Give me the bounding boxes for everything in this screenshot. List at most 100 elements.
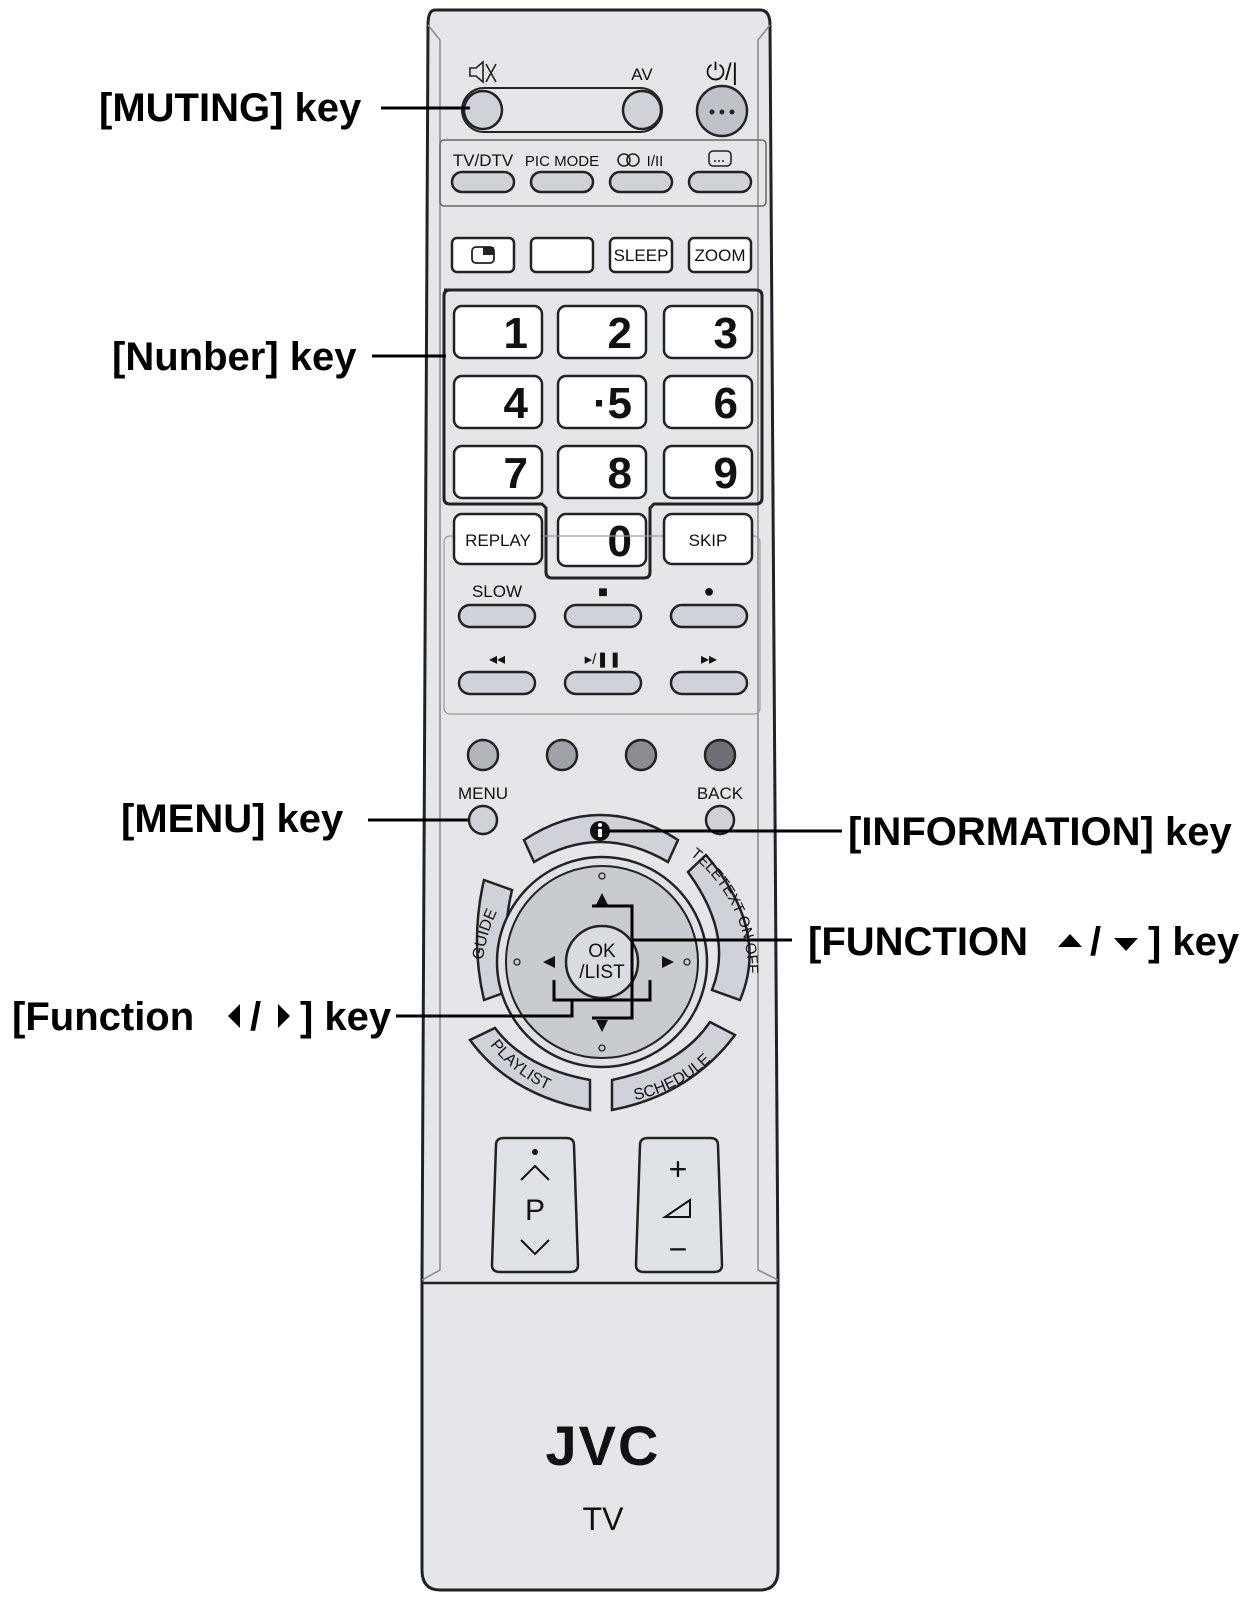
channel-down-icon — [520, 1239, 550, 1256]
left-dot-icon — [513, 958, 521, 966]
number-pad: 1 2 3 4 ·5 6 7 8 9 0 — [442, 288, 764, 580]
function-updown-slash: / — [1090, 920, 1101, 964]
muting-button[interactable] — [462, 89, 504, 131]
channel-dot-icon — [532, 1149, 538, 1155]
back-button[interactable] — [704, 804, 736, 836]
ok-label: OK — [588, 941, 616, 962]
function-leftright-leader — [396, 980, 652, 1018]
av-label: AV — [631, 65, 653, 84]
tv-dtv-button[interactable] — [450, 170, 516, 194]
function-leftright-slash: / — [250, 995, 261, 1039]
number-callout: [Nunber] key — [112, 335, 357, 379]
pic-mode-button[interactable] — [529, 170, 595, 194]
skip-button[interactable] — [662, 512, 754, 566]
sleep-button[interactable] — [608, 236, 674, 274]
function-updown-suffix: ] key — [1148, 920, 1240, 964]
number-key-label: 7 — [504, 449, 528, 498]
zoom-label: ZOOM — [695, 246, 746, 265]
record-icon: ● — [704, 581, 715, 601]
number-key-label: ·5 — [593, 379, 632, 428]
subtitle-icon — [708, 150, 732, 167]
rewind-button[interactable] — [457, 670, 537, 696]
colour-keys — [466, 738, 737, 772]
zoom-button[interactable] — [687, 236, 753, 274]
transport-section: REPLAY SKIP SLOW ■ ● ◂◂ ▸/❚❚ ▸▸ — [443, 512, 761, 715]
playlist-button[interactable] — [468, 1026, 592, 1112]
number-key-9[interactable]: 9 — [662, 444, 754, 500]
play-pause-icon: ▸/❚❚ — [585, 651, 622, 668]
number-key-label: 0 — [608, 517, 632, 566]
channel-up-icon — [520, 1164, 550, 1181]
tv-dtv-label: TV/DTV — [453, 151, 514, 170]
ok-list-button[interactable] — [564, 924, 640, 1000]
pic-mode-label: PIC MODE — [525, 153, 599, 170]
stereo-icon — [617, 153, 640, 167]
down-triangle-icon — [1114, 938, 1138, 951]
number-key-label: 3 — [714, 309, 738, 358]
up-arrow-icon — [596, 893, 608, 905]
number-key-1[interactable]: 1 — [452, 304, 544, 360]
mute-icon — [469, 60, 497, 84]
slow-label: SLOW — [472, 582, 522, 601]
volume-plus-label: + — [669, 1151, 688, 1187]
brand-area: JVC TV — [546, 1414, 659, 1537]
utility-row: SLEEP ZOOM — [450, 236, 753, 274]
number-key-4[interactable]: 4 — [452, 374, 544, 430]
up-triangle-icon — [1058, 934, 1082, 947]
channel-rocker[interactable] — [490, 1136, 580, 1274]
replay-button[interactable] — [452, 512, 544, 566]
audio-label: I/II — [647, 153, 664, 170]
information-icon — [590, 821, 610, 841]
number-key-8[interactable]: 8 — [556, 444, 648, 500]
av-button[interactable] — [621, 89, 663, 131]
schedule-button[interactable] — [610, 1020, 737, 1112]
function-leftright-callout: [Function / ] key — [12, 995, 392, 1039]
top-row: AV ⏻/| — [461, 59, 749, 138]
number-key-7[interactable]: 7 — [452, 444, 544, 500]
red-key[interactable] — [466, 738, 500, 772]
number-key-label: 2 — [608, 309, 632, 358]
number-key-0[interactable]: 0 — [556, 512, 648, 568]
down-dot-icon — [598, 1044, 606, 1052]
green-key[interactable] — [545, 738, 579, 772]
replay-label: REPLAY — [465, 531, 531, 550]
number-key-2[interactable]: 2 — [556, 304, 648, 360]
right-triangle-icon — [278, 1004, 290, 1028]
input-row: TV/DTV PIC MODE I/II — [439, 139, 767, 207]
menu-label: MENU — [458, 784, 508, 803]
function-leftright-suffix: ] key — [300, 995, 392, 1039]
list-label: /LIST — [579, 962, 625, 983]
stop-button[interactable] — [563, 603, 643, 629]
record-button[interactable] — [669, 603, 749, 629]
audio-button[interactable] — [608, 170, 674, 194]
picture-size-icon — [471, 246, 495, 264]
menu-callout: [MENU] key — [121, 797, 344, 841]
volume-icon — [661, 1198, 691, 1218]
yellow-key[interactable] — [624, 738, 658, 772]
menu-row: MENU BACK — [458, 784, 744, 836]
slow-button[interactable] — [457, 603, 537, 629]
down-arrow-icon — [596, 1020, 608, 1032]
number-key-3[interactable]: 3 — [662, 304, 754, 360]
subtitle-button[interactable] — [687, 170, 753, 194]
number-key-6[interactable]: 6 — [662, 374, 754, 430]
number-key-5[interactable]: ·5 — [556, 374, 648, 430]
rewind-icon: ◂◂ — [489, 651, 505, 668]
up-dot-icon — [598, 872, 606, 880]
sleep-label: SLEEP — [614, 246, 669, 265]
back-label: BACK — [697, 784, 744, 803]
channel-p-label: P — [525, 1194, 545, 1227]
volume-rocker[interactable] — [634, 1136, 724, 1274]
play-pause-button[interactable] — [563, 670, 643, 696]
blue-key[interactable] — [703, 738, 737, 772]
blank-button[interactable] — [529, 236, 595, 274]
power-dots-icon — [709, 109, 735, 115]
product-label: TV — [583, 1501, 625, 1537]
teletext-button[interactable] — [686, 853, 751, 1002]
forward-button[interactable] — [669, 670, 749, 696]
menu-button[interactable] — [467, 804, 499, 836]
rockers: P + − — [490, 1136, 724, 1274]
function-updown-leader — [592, 904, 792, 1020]
volume-minus-label: − — [669, 1231, 688, 1267]
